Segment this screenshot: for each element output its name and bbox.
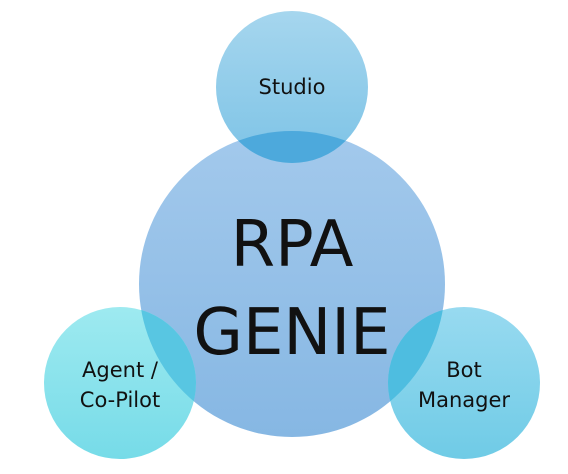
bot-manager-label-line1: Bot bbox=[446, 358, 482, 382]
center-label-line1: RPA bbox=[231, 208, 354, 282]
center-label-line2: GENIE bbox=[193, 296, 390, 370]
agent-label-line1: Agent / bbox=[82, 358, 159, 382]
center-circle bbox=[139, 131, 445, 437]
top-circle bbox=[216, 11, 368, 163]
studio-label: Studio bbox=[259, 75, 326, 99]
agent-label-line2: Co-Pilot bbox=[80, 388, 160, 412]
bot-manager-label-line2: Manager bbox=[418, 388, 510, 412]
